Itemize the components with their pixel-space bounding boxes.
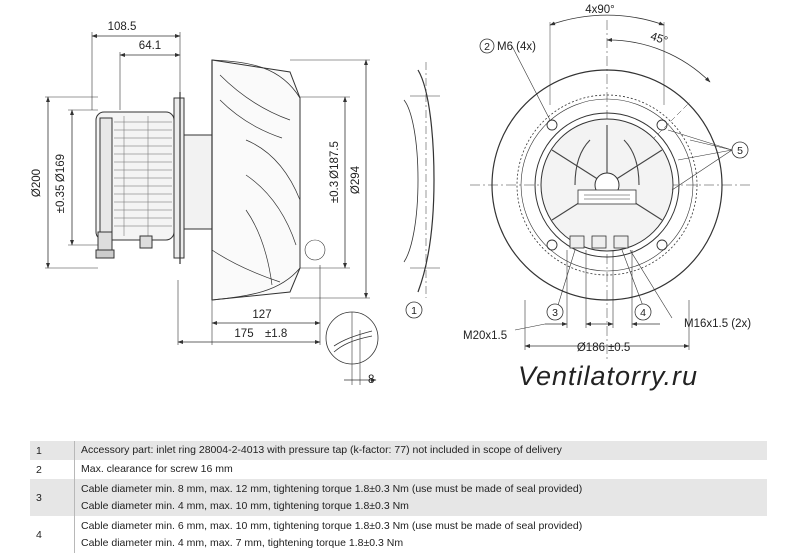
dim-d186: Ø186 [577,342,605,354]
dim-175-tolerance: ±1.8 [265,328,287,340]
callout-5: 5 [731,141,749,159]
callout-1: 1 [405,301,423,319]
note-text-cell: Accessory part: inlet ring 28004-2-4013 … [74,441,767,460]
note-text-cell: Cable diameter min. 8 mm, max. 12 mm, ti… [74,479,767,516]
m20-label: M20x1.5 [463,330,507,342]
dim-175: 175 [234,328,253,340]
svg-text:4: 4 [640,307,646,319]
note-number: 1 [30,441,75,460]
dim-8: 8 [368,374,374,386]
svg-text:2: 2 [484,41,490,53]
note-number: 2 [30,460,75,479]
callout-4: 4 [634,303,652,321]
note-row: 3 Cable diameter min. 8 mm, max. 12 mm, t… [30,479,767,516]
note-text-line: Accessory part: inlet ring 28004-2-4013 … [81,444,562,456]
dim-64-1: 64.1 [139,40,161,52]
dim-d294: Ø294 [350,165,362,194]
note-text-cell: Max. clearance for screw 16 mm [74,460,767,479]
note-text-line: Cable diameter min. 8 mm, max. 12 mm, ti… [81,482,583,495]
dim-d200: Ø200 [31,169,43,197]
dim-d169: Ø169 [55,154,67,182]
dim-d187-5: Ø187.5 [329,141,341,179]
note-row: 1 Accessory part: inlet ring 28004-2-4013… [30,441,767,460]
angle-45: 45° [649,31,669,48]
note-row: 4 Cable diameter min. 6 mm, max. 10 mm, t… [30,516,767,553]
dim-d169-tolerance: ±0.35 [55,185,67,214]
side-view [45,32,440,385]
note-text-cell: Cable diameter min. 6 mm, max. 10 mm, ti… [74,516,767,553]
callout-3: 3 [546,303,564,321]
note-number: 3 [30,479,75,516]
watermark: Ventilatorry.ru [518,361,698,391]
m6-label: M6 (4x) [497,41,536,53]
note-text-line: Cable diameter min. 4 mm, max. 10 mm, ti… [81,499,409,512]
svg-text:5: 5 [737,145,743,157]
svg-text:1: 1 [411,305,417,317]
note-text-line: Cable diameter min. 6 mm, max. 10 mm, ti… [81,519,583,532]
technical-drawing: 108.5 64.1 Ø200 Ø169 ±0.35 Ø187.5 ±0.3 Ø… [31,4,751,391]
note-number: 4 [30,516,75,553]
dim-d187-5-tolerance: ±0.3 [329,181,341,203]
m16-label: M16x1.5 (2x) [684,318,751,330]
front-view [470,14,750,360]
svg-text:3: 3 [552,307,558,319]
angle-4x90: 4x90° [585,4,615,16]
note-text-line: Max. clearance for screw 16 mm [81,463,233,475]
dim-127: 127 [252,309,271,321]
callout-2: 2 [479,38,495,54]
dim-108-5: 108.5 [108,21,137,33]
notes-table: 1 Accessory part: inlet ring 28004-2-4013… [30,441,767,553]
note-row: 2 Max. clearance for screw 16 mm [30,460,767,479]
dim-d186-tolerance: ±0.5 [608,342,630,354]
note-text-line: Cable diameter min. 4 mm, max. 7 mm, tig… [81,536,404,549]
